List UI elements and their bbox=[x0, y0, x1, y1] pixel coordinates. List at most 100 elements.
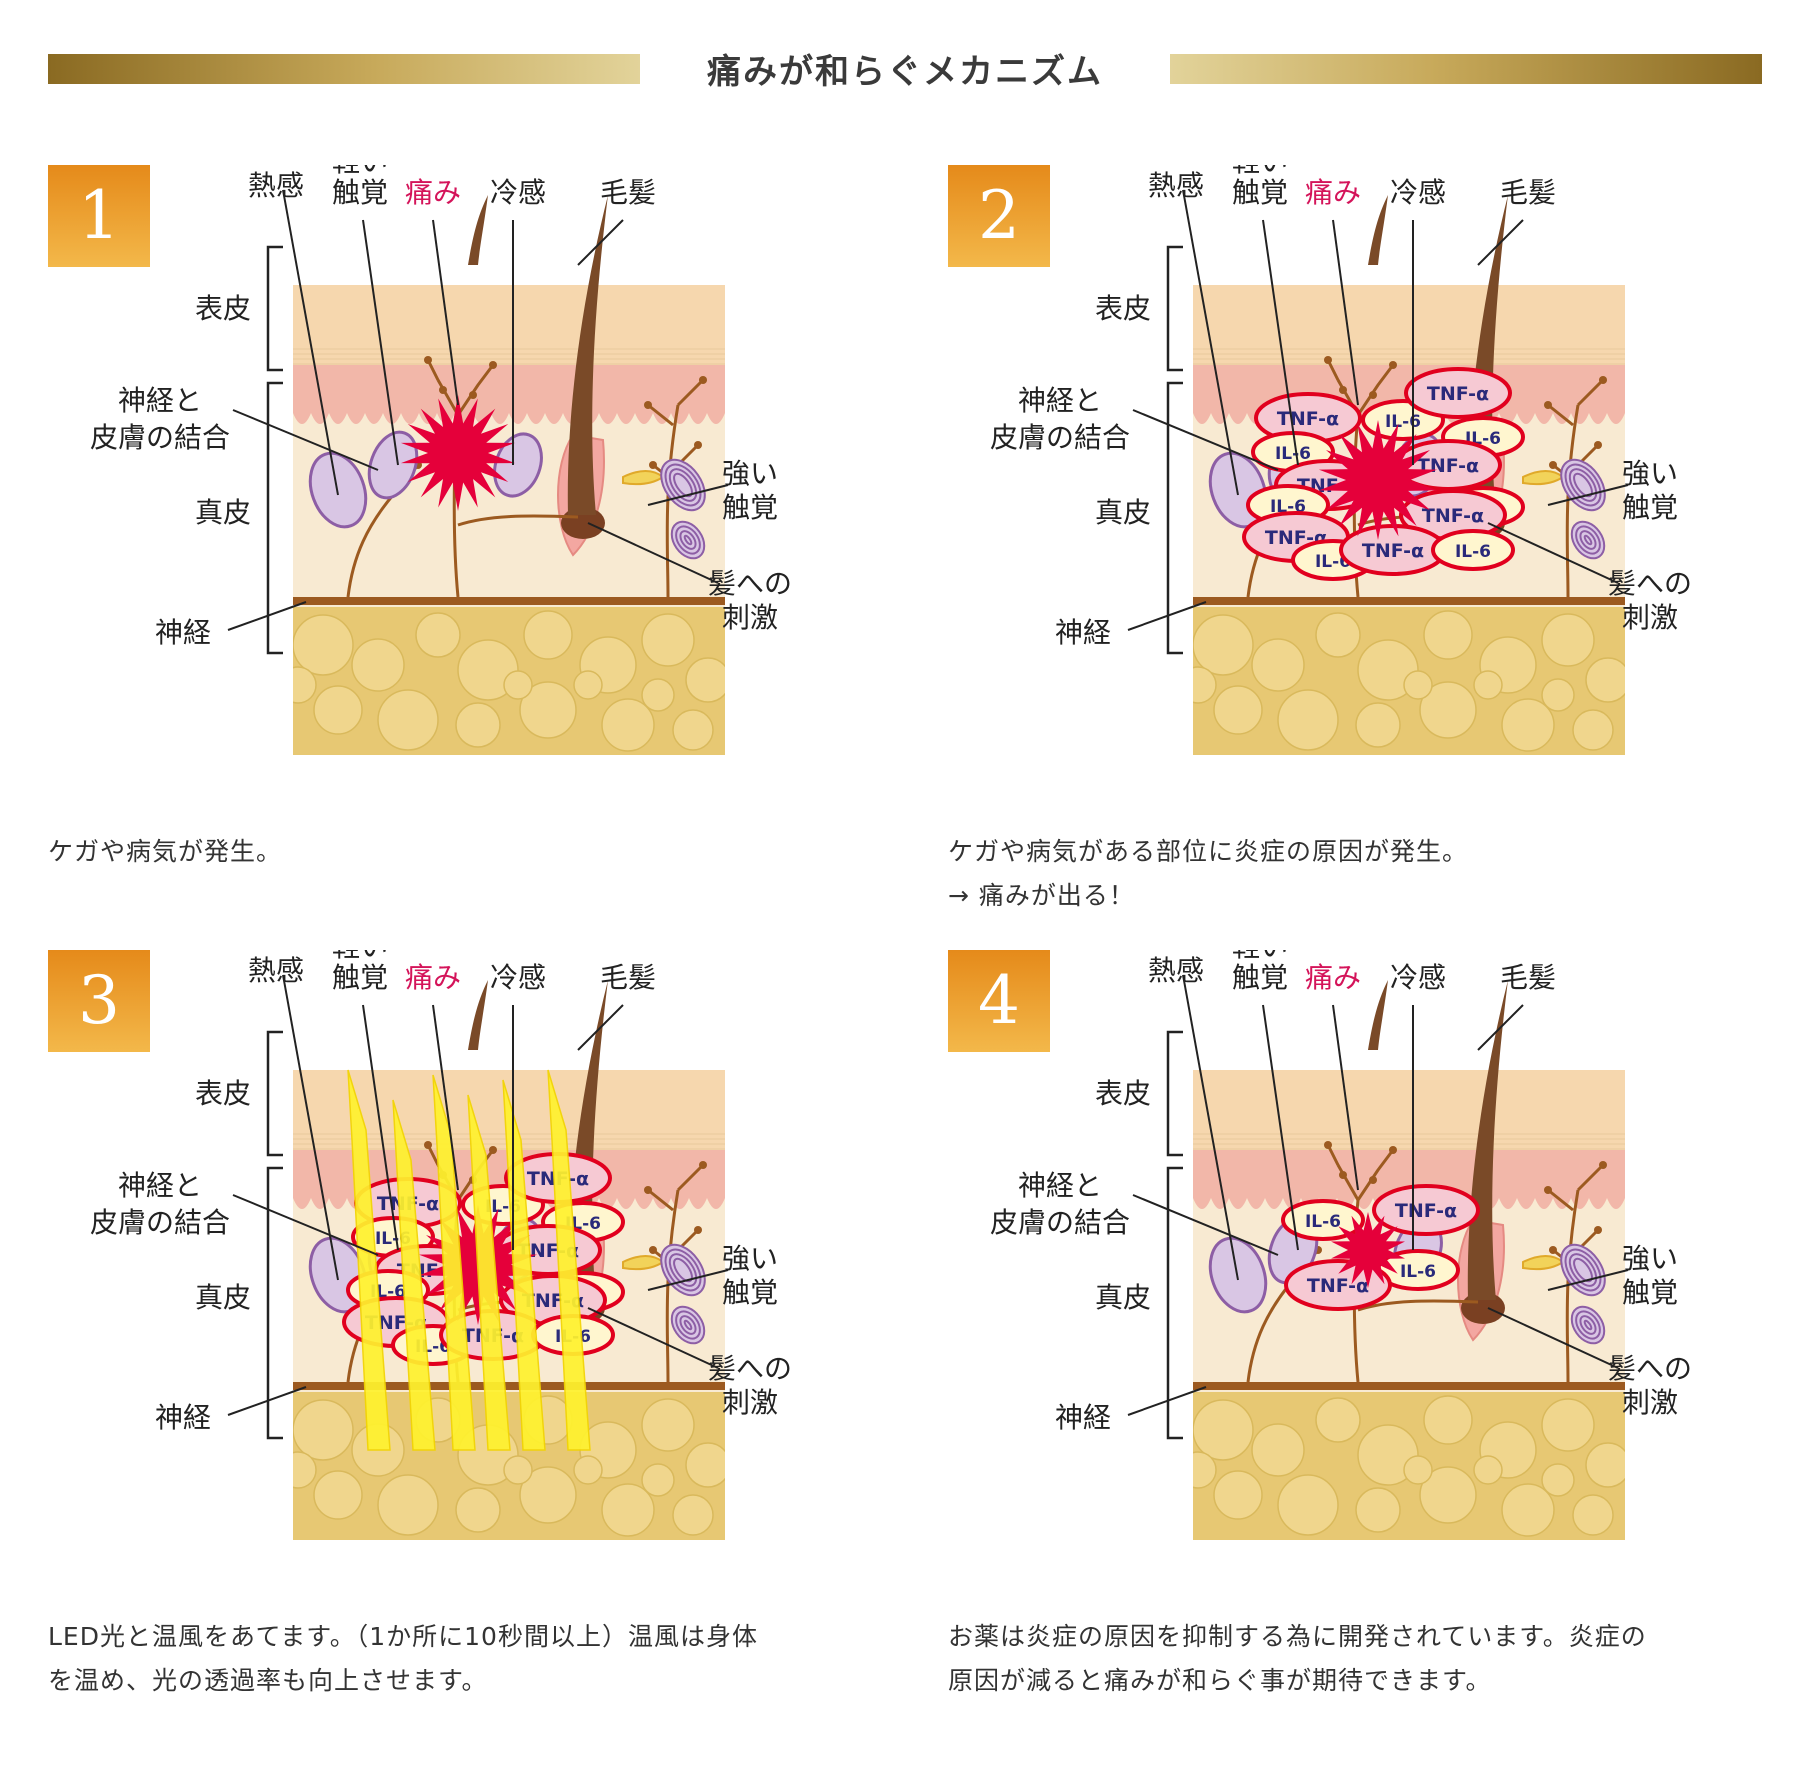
step-description: LED光と温風をあてます。（1か所に10秒間以上）温風は身体を温め、光の透過率も… bbox=[48, 1615, 888, 1703]
label-heat-sensation: 熱感 bbox=[1148, 954, 1204, 987]
small-hair bbox=[468, 980, 488, 1050]
label-light-touch: 軽い bbox=[1232, 950, 1288, 963]
label-light-touch-2: 触覚 bbox=[1232, 176, 1288, 209]
panel-2: 2TNF-αIL-6TNF-αIL-6IL-6TNF-αIL-6TNF-αIL-… bbox=[948, 165, 1810, 985]
layer-brackets bbox=[1166, 1030, 1183, 1440]
label-light-touch-2: 触覚 bbox=[1232, 961, 1288, 994]
il6-molecule: IL-6 bbox=[1376, 1249, 1460, 1291]
hair-shaft bbox=[567, 195, 608, 515]
label-hair-stimulus-2: 刺激 bbox=[722, 1386, 778, 1419]
pain-burst bbox=[1318, 420, 1438, 540]
svg-text:TNF-α: TNF-α bbox=[1307, 1275, 1369, 1297]
description-line: ケガや病気がある部位に炎症の原因が発生。 bbox=[948, 837, 1469, 866]
inflammation-cluster: TNF-αIL-6TNF-αIL-6IL-6TNF-αIL-6TNF-αIL-6… bbox=[1242, 367, 1525, 581]
label-nerve-skin-junction: 神経と bbox=[1018, 1169, 1102, 1202]
label-nerve-skin-junction: 神経と bbox=[118, 1169, 202, 1202]
panel-3: 3TNF-αIL-6TNF-αIL-6IL-6TNF-αIL-6TNF-αIL-… bbox=[48, 950, 928, 1770]
step-number-badge: 4 bbox=[948, 950, 1050, 1052]
label-nerve: 神経 bbox=[1055, 1401, 1111, 1434]
label-cold-sensation: 冷感 bbox=[490, 961, 546, 994]
epidermis-layer bbox=[1193, 285, 1625, 377]
svg-text:TNF-α: TNF-α bbox=[1417, 455, 1479, 477]
nerve-line bbox=[1193, 1382, 1625, 1390]
epidermis-layer bbox=[1193, 1070, 1625, 1162]
labels: 熱感軽い触覚痛み冷感毛髪表皮神経と皮膚の結合真皮神経強い触覚髪への刺激 bbox=[90, 950, 792, 1434]
label-dermis: 真皮 bbox=[1095, 1281, 1151, 1314]
label-hair-stimulus-2: 刺激 bbox=[1622, 601, 1678, 634]
svg-text:TNF-α: TNF-α bbox=[1362, 540, 1424, 562]
label-light-touch: 軽い bbox=[1232, 165, 1288, 178]
description-line: ケガや病気が発生。 bbox=[48, 837, 283, 866]
label-strong-touch: 強い bbox=[1622, 1242, 1678, 1275]
label-dermis: 真皮 bbox=[195, 496, 251, 529]
epidermis-layer bbox=[293, 285, 725, 377]
layer-brackets bbox=[266, 245, 283, 655]
label-epidermis: 表皮 bbox=[195, 292, 251, 325]
svg-text:IL-6: IL-6 bbox=[1400, 1262, 1436, 1282]
label-strong-touch: 強い bbox=[722, 457, 778, 490]
step-number-badge: 3 bbox=[48, 950, 150, 1052]
label-nerve-skin-junction-2: 皮膚の結合 bbox=[90, 1206, 230, 1239]
labels: 熱感軽い触覚痛み冷感毛髪表皮神経と皮膚の結合真皮神経強い触覚髪への刺激 bbox=[990, 165, 1692, 649]
layer-brackets bbox=[266, 1030, 283, 1440]
label-pain: 痛み bbox=[1305, 961, 1361, 994]
label-nerve-skin-junction-2: 皮膚の結合 bbox=[90, 421, 230, 454]
step-number-badge: 1 bbox=[48, 165, 150, 267]
label-hair-stimulus-2: 刺激 bbox=[722, 601, 778, 634]
header-bar-left bbox=[48, 54, 640, 84]
label-light-touch: 軽い bbox=[332, 165, 388, 178]
label-heat-sensation: 熱感 bbox=[248, 954, 304, 987]
label-hair-stimulus: 髪への bbox=[708, 567, 792, 600]
label-light-touch: 軽い bbox=[332, 950, 388, 963]
nerve-line bbox=[293, 597, 725, 605]
skin-cross-section bbox=[1193, 1070, 1625, 1540]
label-nerve-skin-junction-2: 皮膚の結合 bbox=[990, 1206, 1130, 1239]
label-hair-stimulus: 髪への bbox=[1608, 1352, 1692, 1385]
step-description: ケガや病気がある部位に炎症の原因が発生。 → 痛みが出る！ bbox=[948, 830, 1788, 918]
nerve-line bbox=[1193, 597, 1625, 605]
label-hair: 毛髪 bbox=[600, 176, 656, 209]
leader-lines bbox=[1127, 974, 1629, 1416]
description-line: → 痛みが出る！ bbox=[948, 881, 1135, 910]
label-pain: 痛み bbox=[1305, 176, 1361, 209]
leader-lines bbox=[1127, 189, 1629, 631]
label-hair-stimulus: 髪への bbox=[708, 1352, 792, 1385]
svg-text:TNF-α: TNF-α bbox=[1277, 408, 1339, 430]
basal-layer bbox=[1193, 1150, 1625, 1209]
label-strong-touch: 強い bbox=[722, 1242, 778, 1275]
label-nerve: 神経 bbox=[155, 1401, 211, 1434]
tnf-alpha-molecule: TNF-α bbox=[1284, 1259, 1392, 1311]
label-epidermis: 表皮 bbox=[1095, 1077, 1151, 1110]
label-strong-touch-2: 触覚 bbox=[722, 491, 778, 524]
label-hair: 毛髪 bbox=[600, 961, 656, 994]
basal-layer bbox=[293, 365, 725, 424]
label-strong-touch: 強い bbox=[1622, 457, 1678, 490]
label-cold-sensation: 冷感 bbox=[490, 176, 546, 209]
label-dermis: 真皮 bbox=[195, 1281, 251, 1314]
page-title: 痛みが和らぐメカニズム bbox=[707, 52, 1103, 92]
description-line: を温め、光の透過率も向上させます。 bbox=[48, 1666, 488, 1695]
label-epidermis: 表皮 bbox=[195, 1077, 251, 1110]
layer-brackets bbox=[1166, 245, 1183, 655]
label-epidermis: 表皮 bbox=[1095, 292, 1151, 325]
svg-text:IL-6: IL-6 bbox=[1455, 542, 1491, 562]
step-number-badge: 2 bbox=[948, 165, 1050, 267]
svg-text:IL-6: IL-6 bbox=[1305, 1212, 1341, 1232]
label-nerve: 神経 bbox=[155, 616, 211, 649]
label-nerve-skin-junction: 神経と bbox=[1018, 384, 1102, 417]
svg-text:TNF-α: TNF-α bbox=[1395, 1200, 1457, 1222]
il6-molecule: IL-6 bbox=[1431, 529, 1515, 571]
label-hair-stimulus: 髪への bbox=[1608, 567, 1692, 600]
panel-1: 1熱感軽い触覚痛み冷感毛髪表皮神経と皮膚の結合真皮神経強い触覚髪への刺激ケガや病… bbox=[48, 165, 928, 985]
small-hair bbox=[1368, 195, 1388, 265]
tnf-alpha-molecule: TNF-α bbox=[1404, 367, 1512, 419]
label-pain: 痛み bbox=[405, 176, 461, 209]
label-pain: 痛み bbox=[405, 961, 461, 994]
skin-cross-section bbox=[293, 285, 725, 755]
labels: 熱感軽い触覚痛み冷感毛髪表皮神経と皮膚の結合真皮神経強い触覚髪への刺激 bbox=[90, 165, 792, 649]
leader-lines bbox=[227, 189, 729, 631]
skin-diagram: IL-6TNF-αIL-6TNF-α熱感軽い触覚痛み冷感毛髪表皮神経と皮膚の結合… bbox=[990, 950, 1692, 1540]
small-hair bbox=[468, 195, 488, 265]
label-nerve: 神経 bbox=[1055, 616, 1111, 649]
